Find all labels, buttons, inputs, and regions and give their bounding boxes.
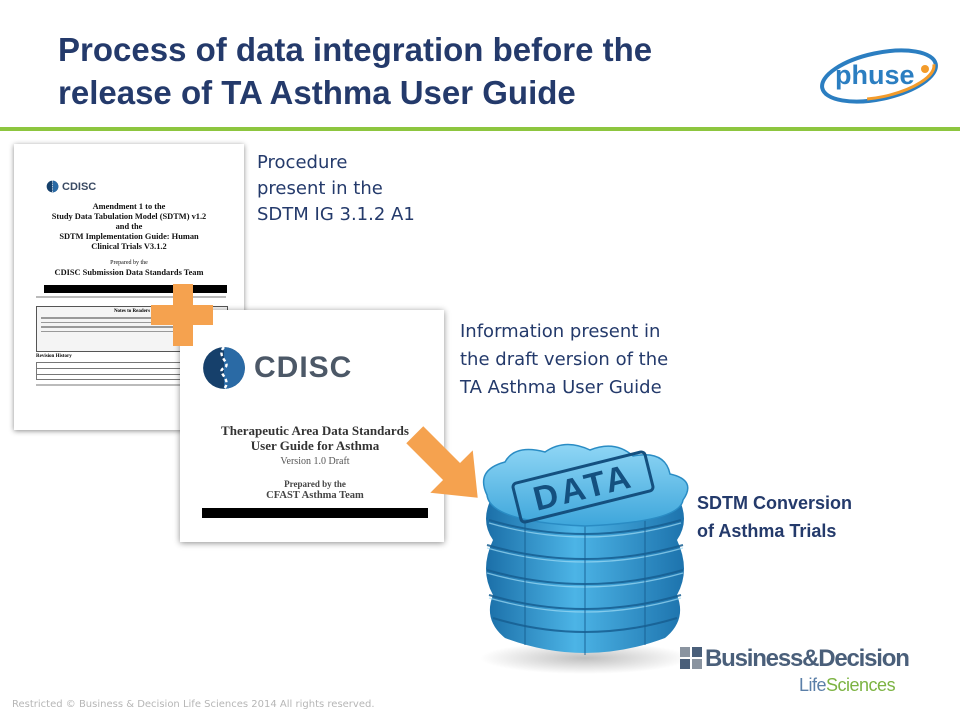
procedure-label-line1: Procedure [257,152,348,173]
redaction-bar [44,285,227,293]
slide-title-line1: Process of data integration before the [58,31,653,68]
phuse-logo: phuse [820,48,938,104]
revision-footnote [36,384,206,386]
cdisc-logo-small-text: CDISC [62,180,97,193]
copyright-footer: Restricted © Business & Decision Life Sc… [12,699,375,710]
phuse-logo-text: phuse [835,60,915,90]
sciences-text: Sciences [826,675,896,695]
asthma-guide-title1: Therapeutic Area Data Standards [221,423,409,438]
plus-icon [151,284,213,346]
title-divider [0,127,960,131]
amendment-line1: Amendment 1 to the [92,202,166,211]
cdisc-logo-large-text: CDISC [254,351,353,384]
information-label-line3: TA Asthma User Guide [460,377,662,398]
redaction-bar [202,508,428,518]
procedure-label-line3: SDTM IG 3.1.2 A1 [257,204,415,225]
sdtm-label-line2: of Asthma Trials [697,521,837,541]
life-text: Life [799,675,827,695]
information-label-line2: the draft version of the [460,349,669,370]
amendment-team: CDISC Submission Data Standards Team [54,268,204,277]
asthma-guide-version: Version 1.0 Draft [280,456,350,467]
slide-title: Process of data integration before the r… [58,28,778,114]
amendment-line3: and the [115,222,143,231]
business-decision-logo: Business&Decision LifeSciences [680,645,942,703]
business-decision-squares-icon [680,647,702,669]
asthma-guide-thumbnail: CDISC Therapeutic Area Data Standards Us… [180,310,444,542]
amendment-line2: Study Data Tabulation Model (SDTM) v1.2 [51,212,207,221]
life-sciences-text: LifeSciences [799,675,896,696]
cdisc-logo-large: CDISC [202,346,352,390]
sdtm-conversion-label: SDTM Conversion of Asthma Trials [697,489,927,545]
amendment-prepared: Prepared by the [110,260,148,266]
amendment-line5: Clinical Trials V3.1.2 [91,242,167,251]
contributors-line [36,296,226,301]
amendment-cover-text: Amendment 1 to the Study Data Tabulation… [44,202,214,278]
amendment-line4: SDTM Implementation Guide: Human [59,232,199,241]
business-decision-name: Business&Decision [705,645,910,672]
procedure-label-line2: present in the [257,178,383,199]
asthma-prepared-by: Prepared by the [284,479,346,489]
sdtm-label-line1: SDTM Conversion [697,493,853,513]
asthma-team: CFAST Asthma Team [266,490,364,501]
slide-title-line2: release of TA Asthma User Guide [58,74,576,111]
amendment-document-thumbnail: CDISC Amendment 1 to the Study Data Tabu… [14,144,244,430]
information-label-line1: Information present in [460,321,661,342]
asthma-guide-title2: User Guide for Asthma [250,438,380,453]
arrow-icon [406,426,478,498]
asthma-guide-prepared: Prepared by the CFAST Asthma Team [200,479,430,501]
cdisc-logo-small: CDISC [46,180,96,193]
information-label: Information present in the draft version… [460,318,750,402]
data-stack-icon: DATA [480,443,690,674]
asthma-guide-title: Therapeutic Area Data Standards User Gui… [200,423,430,453]
revision-history-title: Revision History [36,354,72,359]
cdisc-mark-icon [46,180,59,193]
procedure-label: Procedure present in the SDTM IG 3.1.2 A… [257,150,457,228]
notes-title: Notes to Readers [113,309,151,314]
cdisc-mark-icon [203,346,245,390]
